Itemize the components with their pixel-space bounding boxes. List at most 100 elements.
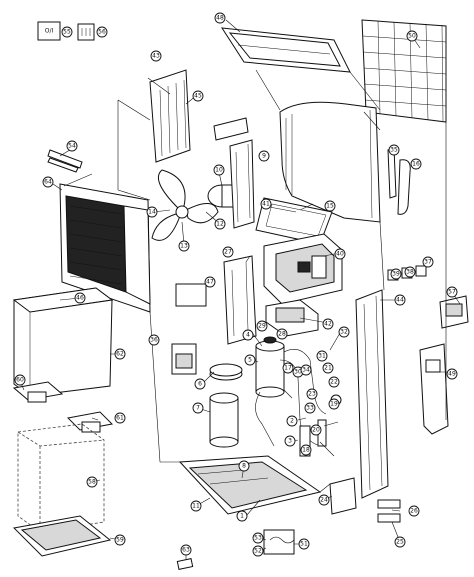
bracket-64 [47, 157, 79, 173]
foot-left [12, 381, 64, 403]
svg-text:47: 47 [206, 279, 214, 286]
svg-text:32: 32 [340, 329, 348, 336]
svg-text:12: 12 [216, 221, 224, 228]
svg-text:24: 24 [320, 497, 328, 504]
svg-text:33: 33 [306, 405, 314, 412]
valve-cover [419, 343, 449, 435]
rear-side-panel [149, 69, 191, 163]
accumulator-cap [209, 363, 243, 381]
callout-62: 62 [114, 348, 126, 360]
legend-box-oi-text: O/I [45, 28, 54, 35]
packing-outline [17, 423, 105, 533]
sensor-pack [263, 529, 295, 555]
svg-text:56: 56 [98, 29, 106, 36]
svg-text:9: 9 [262, 153, 266, 160]
bracket-34 [213, 117, 249, 141]
compressor [255, 336, 285, 398]
callout-36: 36 [148, 334, 160, 346]
svg-text:37: 37 [424, 259, 432, 266]
callout-50: 50 [406, 30, 418, 42]
svg-text:10: 10 [215, 167, 223, 174]
svg-text:64: 64 [44, 179, 52, 186]
callout-9: 9 [258, 150, 270, 162]
callout-30: 30 [292, 366, 304, 378]
svg-text:44: 44 [396, 297, 404, 304]
callout-39: 39 [390, 268, 402, 280]
svg-text:52: 52 [254, 548, 262, 555]
bracket-54 [47, 149, 83, 169]
right-side-panel [355, 289, 389, 499]
callout-32: 32 [338, 326, 350, 338]
svg-text:50: 50 [408, 33, 416, 40]
callout-54: 54 [66, 140, 78, 152]
callout-47: 47 [204, 276, 216, 288]
callout-5: 5 [244, 354, 256, 366]
callout-25: 25 [394, 536, 406, 548]
callout-46: 46 [74, 292, 86, 304]
callout-14: 14 [146, 206, 158, 218]
svg-text:60: 60 [16, 377, 24, 384]
callout-21: 21 [322, 362, 334, 374]
wire-grille [361, 19, 447, 123]
svg-text:30: 30 [294, 369, 302, 376]
svg-text:27: 27 [224, 249, 232, 256]
callout-17: 17 [282, 362, 294, 374]
svg-text:18: 18 [302, 447, 310, 454]
callout-29: 29 [256, 320, 268, 332]
clip-47 [175, 283, 207, 307]
svg-text:2: 2 [290, 418, 294, 425]
callout-24: 24 [318, 494, 330, 506]
callout-53: 53 [252, 532, 264, 544]
svg-text:11: 11 [192, 503, 200, 510]
callout-15: 15 [324, 200, 336, 212]
callout-64: 64 [42, 176, 54, 188]
callout-60: 60 [14, 374, 26, 386]
callout-42: 42 [322, 318, 334, 330]
svg-text:53: 53 [254, 535, 262, 542]
svg-text:43: 43 [152, 53, 160, 60]
legend-box-grid [81, 28, 91, 36]
callout-35: 35 [388, 144, 400, 156]
svg-text:29: 29 [258, 323, 266, 330]
svg-text:23: 23 [308, 391, 316, 398]
svg-text:21: 21 [324, 365, 332, 372]
top-cover-plate [221, 27, 351, 73]
packing-base [12, 515, 112, 557]
svg-text:8: 8 [242, 463, 246, 470]
svg-text:46: 46 [76, 295, 84, 302]
svg-text:54: 54 [68, 143, 76, 150]
svg-text:57: 57 [448, 289, 456, 296]
svg-text:39: 39 [392, 271, 400, 278]
svg-text:4: 4 [246, 332, 250, 339]
svg-text:1: 1 [240, 513, 244, 520]
callout-3: 3 [284, 435, 296, 447]
bracket-36-inner [175, 353, 193, 369]
callout-22: 22 [328, 376, 340, 388]
callout-31: 31 [316, 350, 328, 362]
callout-38: 38 [404, 266, 416, 278]
refrigerant-piping [255, 349, 342, 457]
callout-16: 16 [410, 158, 422, 170]
callout-45: 45 [192, 90, 204, 102]
callout-26: 26 [408, 505, 420, 517]
svg-text:6: 6 [198, 381, 202, 388]
foot-right [66, 411, 114, 433]
motor-bracket [229, 139, 255, 229]
svg-text:26: 26 [410, 508, 418, 515]
svg-text:5: 5 [248, 357, 252, 364]
callout-1: 1 [236, 510, 248, 522]
svg-text:36: 36 [150, 337, 158, 344]
electrical-box [263, 233, 343, 305]
callout-61: 61 [114, 412, 126, 424]
callout-51: 51 [298, 538, 310, 550]
svg-text:58: 58 [88, 479, 96, 486]
svg-text:48: 48 [216, 15, 224, 22]
callout-28: 28 [276, 328, 288, 340]
callout-6: 6 [194, 378, 206, 390]
svg-text:7: 7 [196, 405, 200, 412]
svg-text:38: 38 [406, 269, 414, 276]
callout-12: 12 [214, 218, 226, 230]
svg-text:3: 3 [288, 438, 292, 445]
handle [439, 295, 469, 329]
